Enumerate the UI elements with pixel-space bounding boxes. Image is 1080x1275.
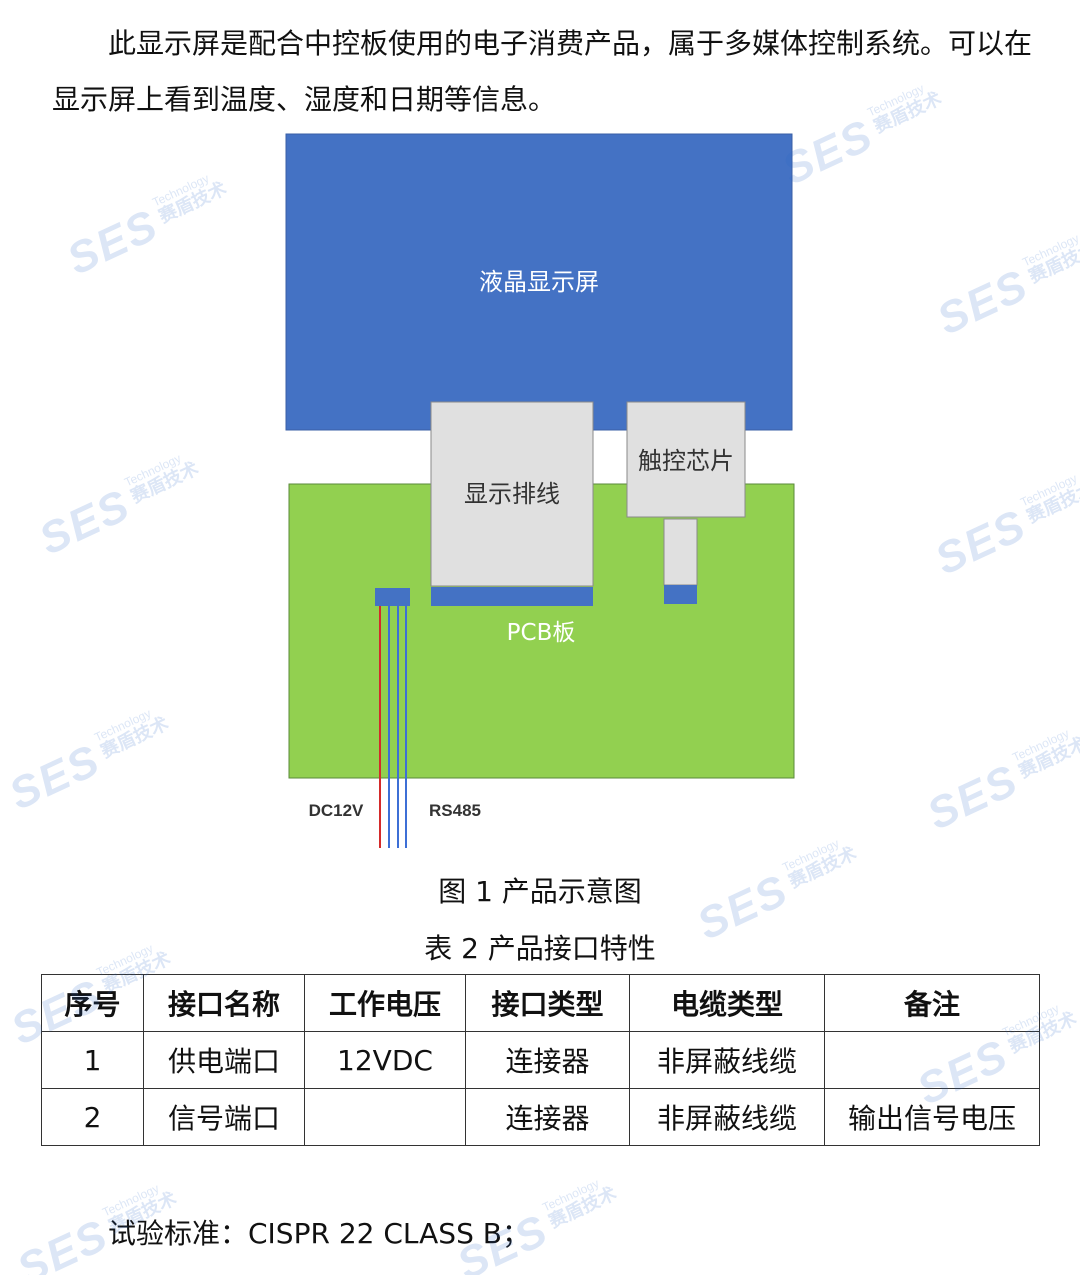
cell-index: 2 (41, 1088, 144, 1146)
cell-interface-name: 供电端口 (143, 1031, 305, 1089)
touch-chip-connector (664, 585, 697, 604)
cell-index: 1 (41, 1031, 144, 1089)
display-cable-connector (431, 587, 593, 606)
header-cable-type: 电缆类型 (629, 974, 825, 1032)
cell-interface-type: 连接器 (465, 1088, 630, 1146)
cell-remarks: 输出信号电压 (824, 1088, 1040, 1146)
table-row: 1 供电端口 12VDC 连接器 非屏蔽线缆 (41, 1031, 1040, 1089)
header-interface-name: 接口名称 (143, 974, 305, 1032)
lcd-screen-label: 液晶显示屏 (479, 268, 599, 296)
wire-connector (375, 588, 410, 606)
display-cable-block (430, 401, 594, 587)
product-diagram: 液晶显示屏 PCB板 显示排线 触控芯片 DC12V RS485 (285, 133, 795, 848)
cell-voltage: 12VDC (304, 1031, 466, 1089)
table-caption: 表 2 产品接口特性 (424, 932, 656, 965)
interface-table: 序号 接口名称 工作电压 接口类型 电缆类型 备注 1 供电端口 12VDC 连… (41, 974, 1040, 1146)
dc12v-label: DC12V (309, 801, 364, 820)
rs485-label: RS485 (429, 801, 481, 820)
cell-remarks (824, 1031, 1040, 1089)
cell-cable-type: 非屏蔽线缆 (629, 1031, 825, 1089)
touch-chip-label: 触控芯片 (638, 447, 734, 475)
test-standard-text: 试验标准：CISPR 22 CLASS B； (108, 1217, 530, 1250)
cell-interface-type: 连接器 (465, 1031, 630, 1089)
cell-cable-type: 非屏蔽线缆 (629, 1088, 825, 1146)
lcd-screen-block (285, 133, 793, 431)
touch-chip-flex-cable (663, 518, 698, 586)
table-row: 2 信号端口 连接器 非屏蔽线缆 输出信号电压 (41, 1088, 1040, 1146)
intro-paragraph: 此显示屏是配合中控板使用的电子消费产品，属于多媒体控制系统。可以在显示屏上看到温… (52, 27, 1033, 116)
cell-interface-name: 信号端口 (143, 1088, 305, 1146)
header-index: 序号 (41, 974, 144, 1032)
display-cable-label: 显示排线 (464, 480, 560, 508)
cell-voltage (304, 1088, 466, 1146)
header-remarks: 备注 (824, 974, 1040, 1032)
figure-caption: 图 1 产品示意图 (438, 875, 642, 908)
touch-chip-block (626, 401, 746, 518)
table-header-row: 序号 接口名称 工作电压 接口类型 电缆类型 备注 (41, 974, 1040, 1032)
header-interface-type: 接口类型 (465, 974, 630, 1032)
pcb-board-label: PCB板 (507, 620, 576, 646)
header-voltage: 工作电压 (304, 974, 466, 1032)
